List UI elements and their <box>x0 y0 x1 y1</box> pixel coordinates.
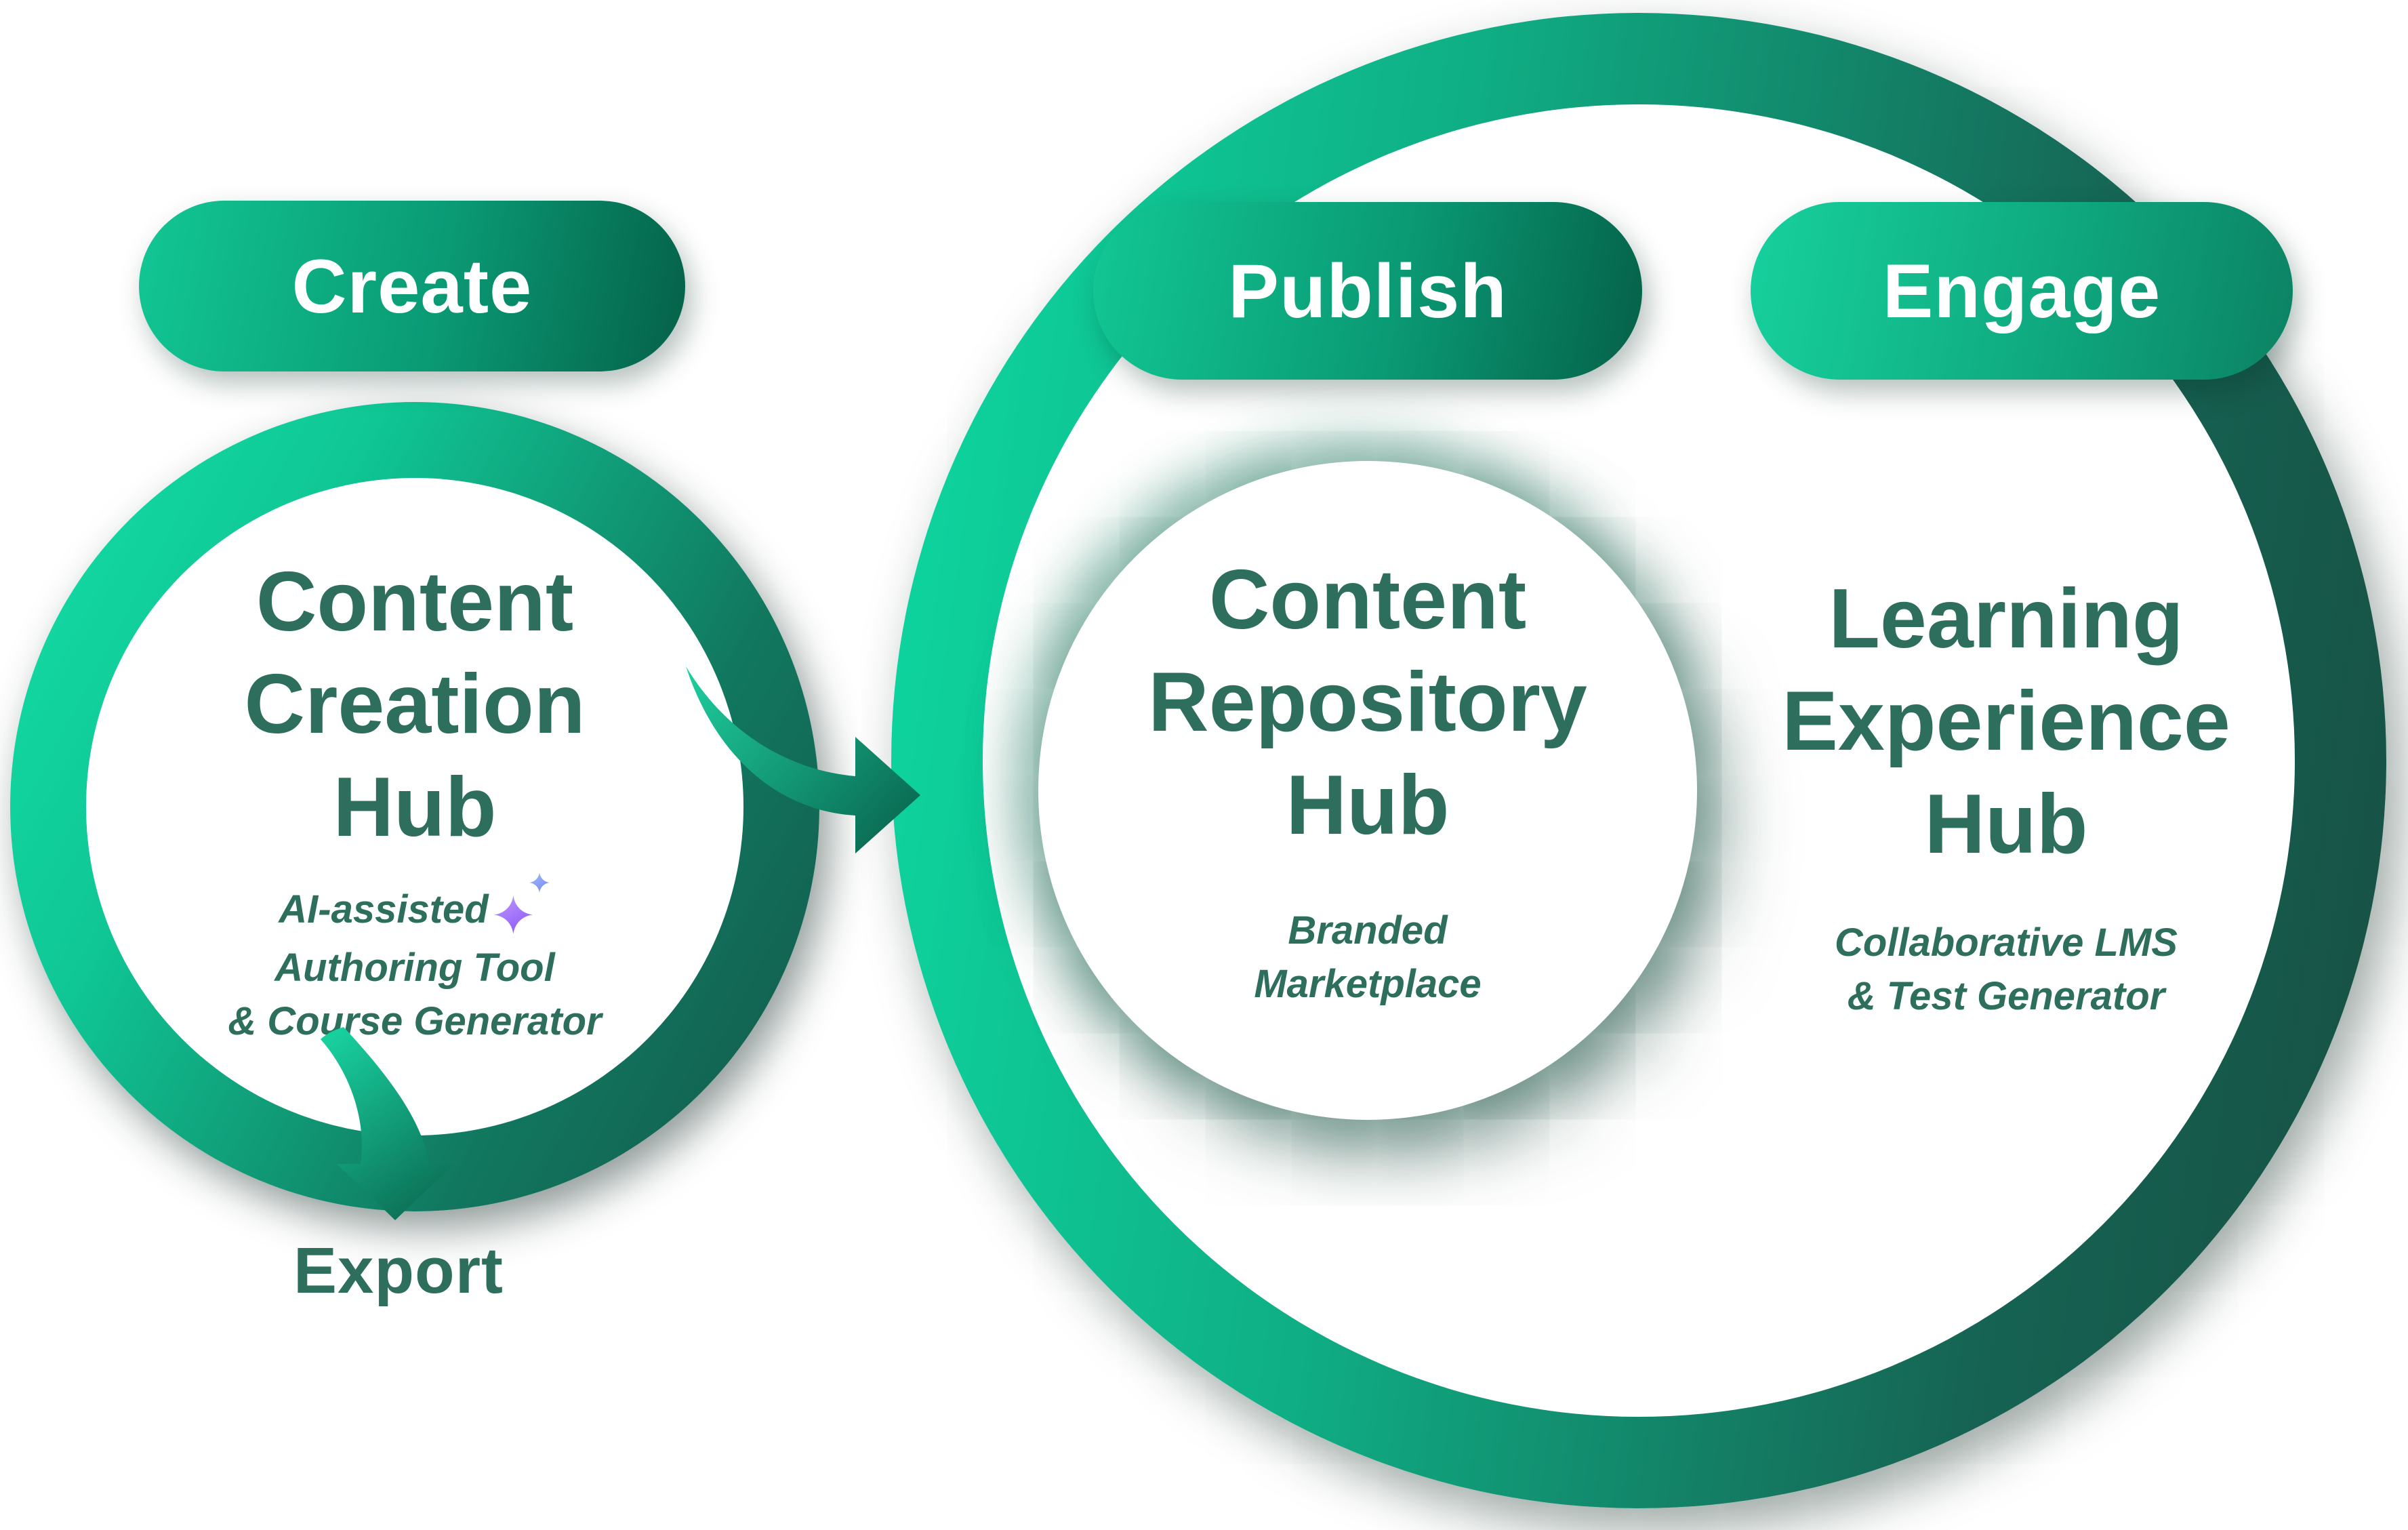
hub-subtitle-line: & Course Generator <box>228 999 602 1043</box>
stage-pill-engage-label: Engage <box>1882 248 2161 334</box>
hub-title-line: Experience <box>1782 675 2230 769</box>
sparkle-icon <box>493 872 551 935</box>
hub-title-line: Repository <box>1148 656 1587 750</box>
stage-pill-engage: Engage <box>1751 202 2293 380</box>
hub-title-line: Content <box>256 555 574 649</box>
hub-title-line: Content <box>1208 553 1527 647</box>
hub-title-line: Hub <box>1924 777 2088 871</box>
hub-subtitle-line: Marketplace <box>1254 961 1482 1006</box>
experience-hub-subtitle: Collaborative LMS & Test Generator <box>1835 917 2178 1024</box>
hub-subtitle-line: Collaborative LMS <box>1835 920 2178 965</box>
creation-hub-content: Content Creation Hub AI-assisted <box>86 478 743 1135</box>
repository-hub-circle <box>1038 461 1697 1120</box>
repository-hub-content: Content Repository Hub Branded Marketpla… <box>1038 461 1697 1120</box>
hub-subtitle-line: Authoring Tool <box>274 945 555 990</box>
hub-title-line: Creation <box>244 658 586 752</box>
stage-pill-publish-label: Publish <box>1228 248 1507 334</box>
flow-arrow-right-icon <box>686 666 920 853</box>
hub-subtitle-line: & Test Generator <box>1847 973 2165 1018</box>
creation-hub-circle-inner <box>86 478 743 1135</box>
experience-hub-content: Learning Experience Hub Collaborative LM… <box>1654 568 2359 1024</box>
hub-subtitle-line: Branded <box>1288 908 1448 952</box>
hub-title-line: Hub <box>1286 758 1450 852</box>
creation-hub-circle <box>10 402 819 1211</box>
ai-assisted-label: AI-assisted <box>279 887 489 932</box>
hub-title-line: Learning <box>1829 572 2184 666</box>
hub-title-line: Hub <box>333 760 497 854</box>
experience-hub-title: Learning Experience Hub <box>1782 568 2230 876</box>
export-label: Export <box>293 1234 504 1307</box>
hub-subtitle-line: AI-assisted <box>228 872 601 942</box>
stage-pill-create: Create <box>139 201 685 371</box>
repository-hub-title: Content Repository Hub <box>1148 549 1587 857</box>
creation-hub-title: Content Creation Hub <box>245 551 586 859</box>
export-arrow-down-icon <box>321 1027 454 1220</box>
repository-hub-subtitle: Branded Marketplace <box>1254 904 1481 1011</box>
stage-pill-create-label: Create <box>291 243 533 329</box>
creation-hub-subtitle: AI-assisted <box>228 872 602 1049</box>
stage-pill-publish: Publish <box>1093 202 1642 380</box>
